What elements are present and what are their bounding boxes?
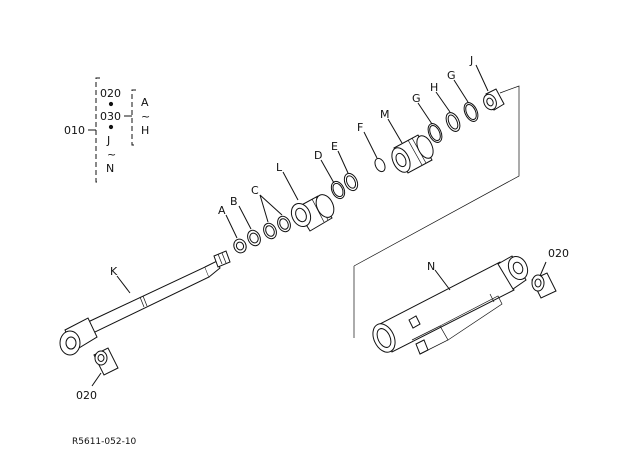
callout-j: J <box>469 54 473 67</box>
callout-bushing-left: 020 <box>76 389 97 402</box>
ring-g-1 <box>427 123 443 143</box>
ring-f <box>374 157 386 173</box>
callout-c: C <box>251 184 259 197</box>
tree-range-bracket <box>131 89 136 146</box>
callout-k: K <box>110 265 118 278</box>
tree-dashed-bracket <box>95 77 100 183</box>
cylinder-tube <box>372 255 529 355</box>
piston <box>391 134 434 174</box>
upper-group-frame <box>353 85 520 267</box>
seal-b <box>247 229 261 247</box>
callout-b: B <box>230 195 238 208</box>
ring-h <box>445 112 461 132</box>
callout-h: H <box>430 81 438 94</box>
callout-a: A <box>218 204 226 217</box>
piston-rod <box>59 250 231 356</box>
tree-lower-end: N <box>106 162 114 175</box>
tree-lower-tilde: ~ <box>107 148 116 161</box>
tree-middle-label: 030 <box>100 110 121 123</box>
tree-range-start: A <box>141 96 149 109</box>
lock-nut <box>483 88 505 111</box>
tree-lower-start: J <box>106 134 110 147</box>
seal-c-2 <box>277 215 291 233</box>
ring-g-2 <box>463 102 479 122</box>
callout-bushing-right: 020 <box>548 247 569 260</box>
callout-n: N <box>427 260 435 273</box>
seal-a <box>233 238 247 254</box>
bushing-right <box>531 272 557 299</box>
callout-m: M <box>380 108 390 121</box>
rod-cover <box>290 194 335 232</box>
tree-root-label: 010 <box>64 124 85 137</box>
callout-g-2: G <box>447 69 456 82</box>
callout-g-1: G <box>412 92 421 105</box>
parts-tree: 010 020 030 J ~ N A ~ H <box>64 77 150 183</box>
bushing-left <box>93 347 119 376</box>
tree-top-label: 020 <box>100 87 121 100</box>
callout-l: L <box>276 161 283 174</box>
ring-e <box>343 172 359 192</box>
callout-d: D <box>314 149 322 162</box>
callout-e: E <box>331 140 338 153</box>
tree-range-end: H <box>141 124 149 137</box>
tree-range-tilde: ~ <box>141 110 150 123</box>
seal-c-1 <box>263 222 277 240</box>
ring-d <box>330 180 346 200</box>
callout-f: F <box>357 121 363 134</box>
figure-code: R5611-052-10 <box>72 437 137 447</box>
